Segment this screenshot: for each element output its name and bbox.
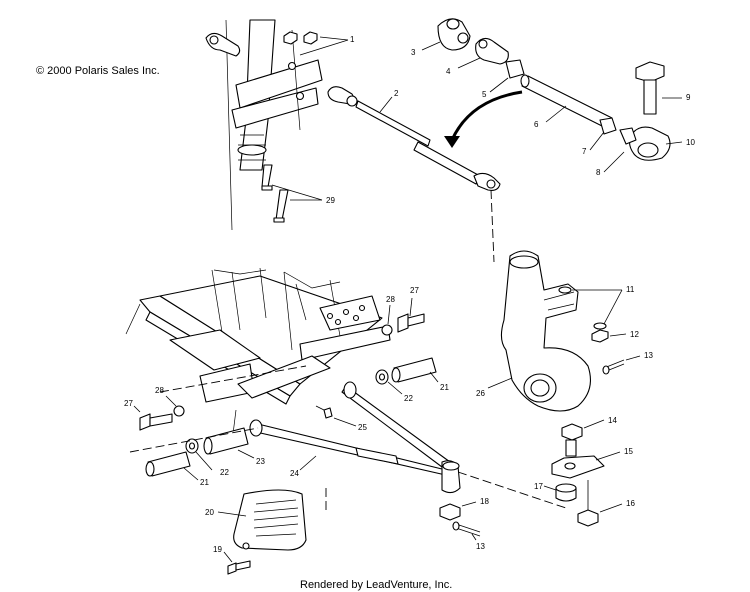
part-25-grease-fitting: [315, 405, 357, 427]
part-15-bracket: [551, 451, 621, 479]
callout-18: 18: [480, 497, 489, 506]
part-17-ball-joint: [543, 483, 577, 502]
part-11-washers: [558, 286, 623, 330]
callout-21-upper: 21: [440, 383, 449, 392]
callout-4: 4: [446, 67, 451, 76]
frame-assembly: [125, 267, 391, 443]
steering-post-assembly: [225, 19, 323, 231]
part-3-rod-end: [421, 18, 471, 51]
callout-14: 14: [608, 416, 617, 425]
callout-9: 9: [686, 93, 691, 102]
part-22-bushing-upper: [375, 369, 403, 395]
part-21-pivot-upper: [391, 357, 439, 383]
part-18-nut: [439, 501, 477, 521]
callout-2: 2: [394, 89, 399, 98]
callout-25: 25: [358, 423, 367, 432]
callout-28-left: 28: [155, 386, 164, 395]
callout-27-left: 27: [124, 399, 133, 408]
part-27-bolt-left: [133, 405, 173, 431]
part-27-bolt-upper: [397, 297, 425, 333]
part-5-spacer: [489, 59, 525, 93]
callout-3: 3: [411, 48, 416, 57]
callout-15: 15: [624, 447, 633, 456]
callout-24: 24: [290, 469, 299, 478]
callout-10: 10: [686, 138, 695, 147]
leader-dash-a-arm: [457, 471, 567, 509]
callout-22-upper: 22: [404, 394, 413, 403]
callout-12: 12: [630, 330, 639, 339]
part-16-bolt: [577, 480, 623, 527]
part-21-pivot-lower: [145, 451, 199, 481]
callout-17: 17: [534, 482, 543, 491]
part-14-bolt: [561, 419, 605, 457]
callout-1: 1: [350, 35, 355, 44]
part-2-tie-rod: [327, 86, 501, 191]
callout-28-upper: 28: [386, 295, 395, 304]
part-7-bushing: [589, 117, 617, 151]
part-20-guard: [217, 489, 307, 551]
part-8-rod-end: [603, 126, 671, 173]
part-23-pivot-tube: [203, 427, 255, 459]
part-22-bushing-lower: [185, 438, 213, 471]
callout-16: 16: [626, 499, 635, 508]
part-9-bolt: [635, 61, 682, 115]
direction-arrow: [444, 90, 523, 148]
callout-7: 7: [582, 147, 587, 156]
callout-5: 5: [482, 90, 487, 99]
callout-13-upper: 13: [644, 351, 653, 360]
copyright-text: © 2000 Polaris Sales Inc.: [36, 65, 160, 77]
part-24-a-arm: [249, 381, 461, 494]
callout-23: 23: [256, 457, 265, 466]
callout-11: 11: [626, 285, 635, 294]
part-28-washer-upper: [381, 304, 393, 336]
callout-21-lower: 21: [200, 478, 209, 487]
part-28-washer-left: [165, 395, 185, 417]
callout-26: 26: [476, 389, 485, 398]
callout-6: 6: [534, 120, 539, 129]
callout-22-lower: 22: [220, 468, 229, 477]
callout-29: 29: [326, 196, 335, 205]
callout-19: 19: [213, 545, 222, 554]
part-12-nut: [591, 329, 627, 343]
part-1-nuts: [205, 31, 349, 57]
leader-dash-left-a: [129, 427, 259, 453]
part-13-cotter-pin-lower: [452, 521, 481, 541]
callout-20: 20: [205, 508, 214, 517]
part-13-cotter-pin: [602, 355, 641, 375]
callout-13-lower: 13: [476, 542, 485, 551]
part-19-screw: [223, 551, 251, 575]
part-4-ball-joint: [457, 37, 509, 69]
callout-27-upper: 27: [410, 286, 419, 295]
part-29-bolts: [261, 164, 323, 223]
footer-credit: Rendered by LeadVenture, Inc.: [300, 579, 452, 591]
leader-dash-left-b: [159, 365, 307, 393]
part-26-spindle: [487, 250, 591, 412]
leader-dash-tie-rod: [490, 189, 495, 263]
callout-8: 8: [596, 168, 601, 177]
